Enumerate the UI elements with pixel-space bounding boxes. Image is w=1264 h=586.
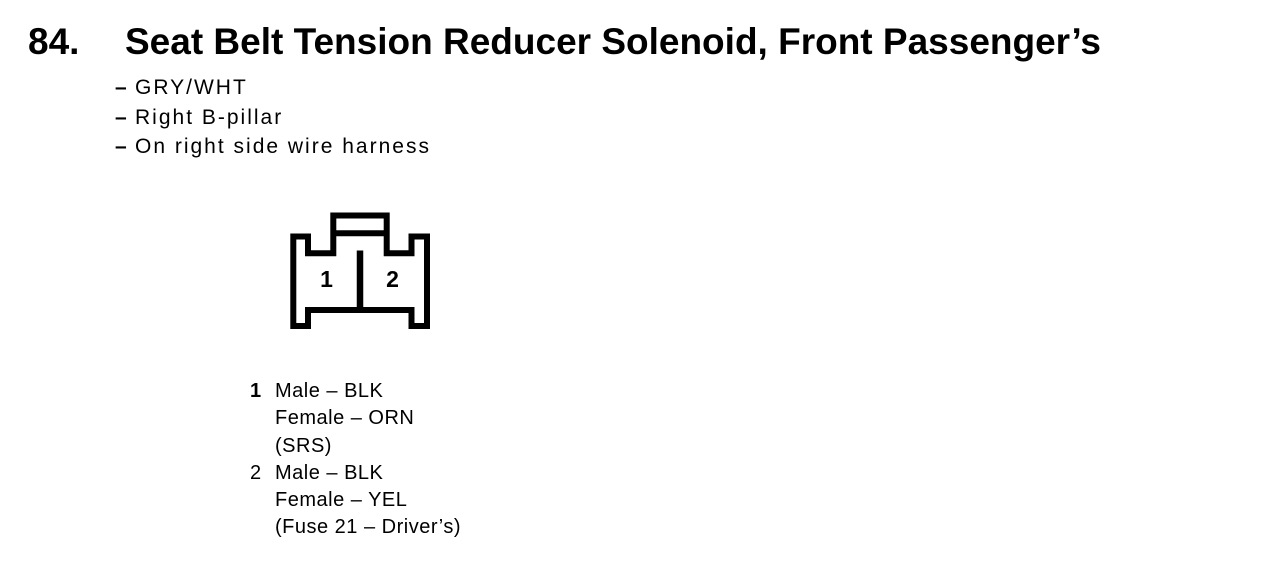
detail-item: –On right side wire harness: [115, 132, 431, 162]
section-number: 84.: [28, 21, 80, 62]
pin-wire-male: Male – BLK: [275, 461, 384, 484]
detail-text: GRY/WHT: [135, 76, 248, 99]
pin-description: Male – BLK Female – ORN (SRS): [275, 378, 461, 460]
detail-list: –GRY/WHT –Right B-pillar –On right side …: [115, 73, 431, 162]
pin-wire-female: Female – ORN: [275, 407, 415, 430]
pin-circuit-note: (SRS): [275, 434, 332, 457]
detail-item: –Right B-pillar: [115, 103, 431, 133]
pinout-entry: 2 Male – BLK Female – YEL (Fuse 21 – Dri…: [250, 460, 461, 542]
pin-number: 1: [250, 380, 262, 402]
detail-text: Right B-pillar: [135, 105, 284, 129]
page-title: Seat Belt Tension Reducer Solenoid, Fron…: [125, 21, 1101, 62]
pinout-entry: 1 Male – BLK Female – ORN (SRS): [250, 378, 461, 460]
connector-body-outline: [290, 212, 430, 329]
pin-circuit-note: (Fuse 21 – Driver’s): [275, 516, 461, 539]
pin-wire-male: Male – BLK: [275, 380, 384, 402]
pin-wire-female: Female – YEL: [275, 489, 408, 512]
detail-item: –GRY/WHT: [115, 73, 431, 103]
dash-bullet: –: [115, 135, 127, 158]
pin-description: Male – BLK Female – YEL (Fuse 21 – Drive…: [275, 460, 461, 542]
detail-text: On right side wire harness: [135, 135, 431, 158]
connector-diagram: 1 2: [290, 212, 430, 329]
dash-bullet: –: [115, 105, 127, 129]
cavity-label-1: 1: [320, 266, 333, 292]
pinout-list: 1 Male – BLK Female – ORN (SRS) 2 Male –…: [250, 378, 461, 542]
pin-number: 2: [250, 461, 262, 484]
dash-bullet: –: [115, 76, 127, 99]
cavity-label-2: 2: [386, 266, 399, 292]
